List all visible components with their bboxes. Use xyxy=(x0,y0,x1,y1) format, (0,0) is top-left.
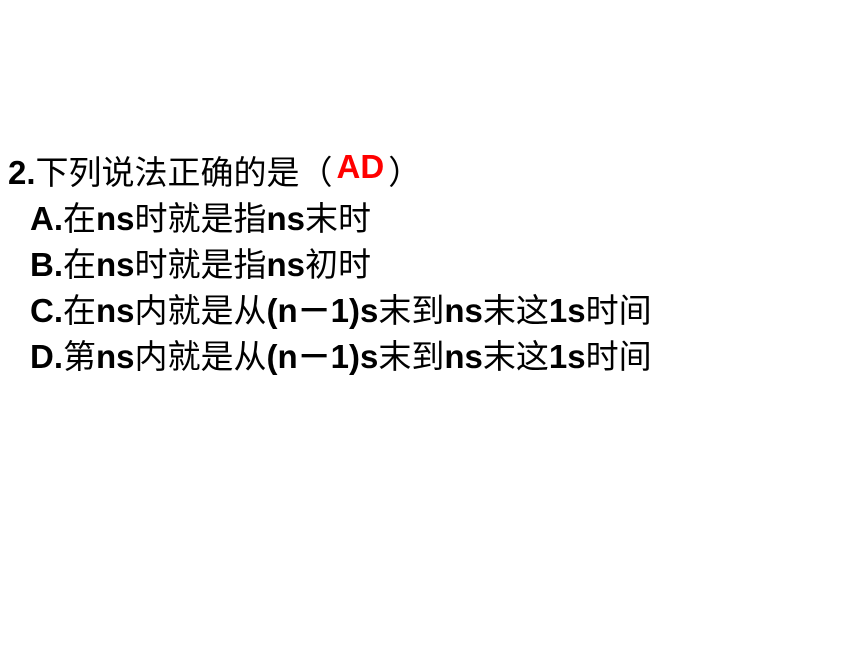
option-text: 1s xyxy=(548,338,586,375)
option-text: 在 xyxy=(63,199,96,238)
option-text: 末这 xyxy=(482,337,549,376)
question-close-paren: ） xyxy=(388,153,422,192)
option-text: ns xyxy=(96,200,135,237)
option-text: 时就是指 xyxy=(134,199,267,238)
answer-text: AD xyxy=(336,148,385,185)
option-text: (n－1)s xyxy=(266,338,379,375)
option-text: ns xyxy=(96,292,135,329)
option-text: ns xyxy=(96,338,135,375)
question-text: 下列说法正确的是（ xyxy=(35,153,333,192)
option-text: 内就是从 xyxy=(134,337,267,376)
option-b: B.在ns时就是指ns初时 xyxy=(30,242,848,288)
option-text: 时间 xyxy=(585,337,652,376)
question-block: 2.下列说法正确的是（AD） A.在ns时就是指ns末时 B.在ns时就是指ns… xyxy=(8,148,848,380)
question-number: 2. xyxy=(8,154,36,191)
option-label: A. xyxy=(30,200,63,237)
option-text: 在 xyxy=(63,291,96,330)
options-list: A.在ns时就是指ns末时 B.在ns时就是指ns初时 C.在ns内就是从(n－… xyxy=(30,196,848,380)
option-label: B. xyxy=(30,246,63,283)
option-text: 第 xyxy=(63,337,96,376)
option-text: 内就是从 xyxy=(134,291,267,330)
option-a: A.在ns时就是指ns末时 xyxy=(30,196,848,242)
option-text: 时就是指 xyxy=(134,245,267,284)
question-stem: 2.下列说法正确的是（AD） xyxy=(8,148,848,196)
option-text: 末时 xyxy=(305,199,372,238)
option-text: 在 xyxy=(63,245,96,284)
option-label: C. xyxy=(30,292,63,329)
option-text: ns xyxy=(266,200,306,237)
option-text: 时间 xyxy=(585,291,652,330)
option-text: 末到 xyxy=(378,337,445,376)
option-text: ns xyxy=(444,292,483,329)
option-text: 末到 xyxy=(378,291,445,330)
option-c: C.在ns内就是从(n－1)s末到ns末这1s时间 xyxy=(30,288,848,334)
option-text: 末这 xyxy=(482,291,549,330)
option-text: 1s xyxy=(548,292,586,329)
option-text: (n－1)s xyxy=(266,292,379,329)
option-text: ns xyxy=(444,338,483,375)
option-text: ns xyxy=(96,246,135,283)
option-text: 初时 xyxy=(305,245,372,284)
option-label: D. xyxy=(30,338,63,375)
option-text: ns xyxy=(266,246,306,283)
option-d: D.第ns内就是从(n－1)s末到ns末这1s时间 xyxy=(30,334,848,380)
